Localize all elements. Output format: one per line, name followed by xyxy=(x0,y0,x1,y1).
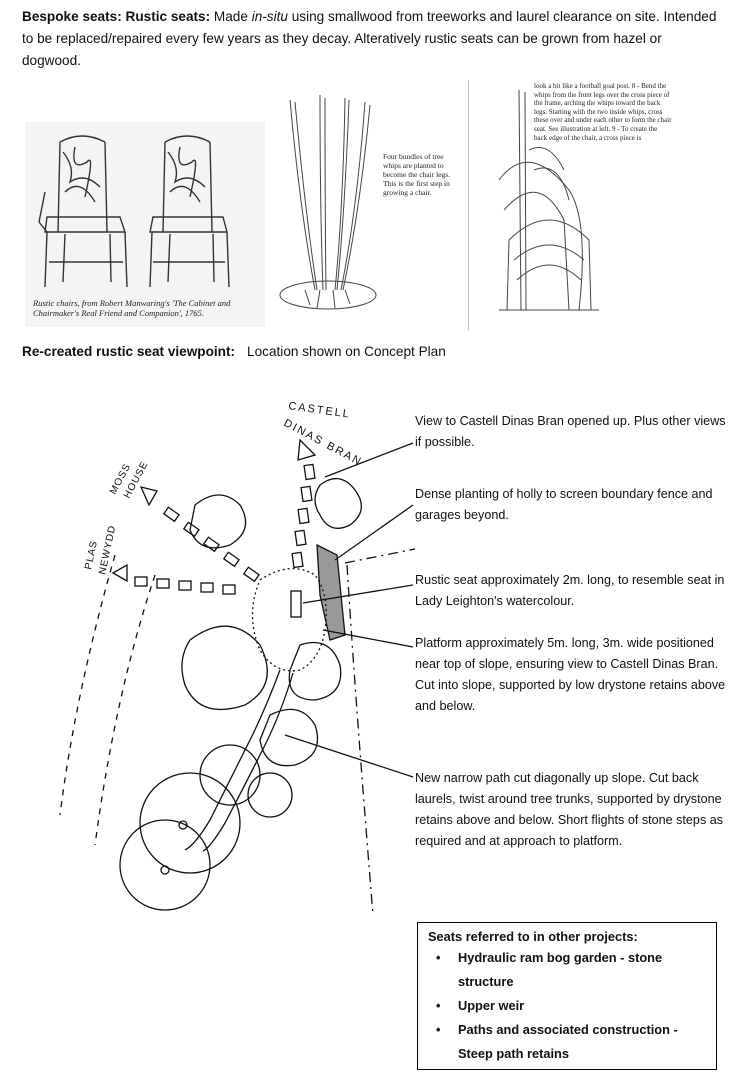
view-arrow-plas-newydd xyxy=(111,563,128,583)
rustic-seat xyxy=(290,590,302,618)
slope-line xyxy=(94,574,156,846)
existing-tree xyxy=(199,744,261,806)
boundary-line xyxy=(344,548,415,564)
boundary-line xyxy=(346,564,374,915)
section-heading: Re-created rustic seat viewpoint: Locatio… xyxy=(22,344,446,359)
growing-chair-note: look a bit like a football goal post. 8 … xyxy=(534,82,672,142)
viewpoint-platform xyxy=(251,568,327,672)
leader-line xyxy=(302,584,414,604)
whips-note: Four bundles of tree whips are planted t… xyxy=(383,152,451,197)
growing-chair-figure: look a bit like a football goal post. 8 … xyxy=(468,80,717,330)
annotation-platform: Platform approximately 5m. long, 3m. wid… xyxy=(415,636,726,713)
label-plas: PLAS xyxy=(83,539,100,570)
leader-line xyxy=(334,504,414,561)
tree-canopy xyxy=(314,478,362,529)
slope-line xyxy=(59,554,116,816)
annotation-path: New narrow path cut diagonally up slope.… xyxy=(415,771,724,848)
tree-whips-illustration xyxy=(279,94,377,310)
rustic-chairs-figure: Rustic chairs, from Robert Manwaring's '… xyxy=(25,122,265,327)
seats-box-title: Seats referred to in other projects: xyxy=(428,929,638,944)
tree-canopy xyxy=(181,625,268,711)
tree-trunk xyxy=(178,820,188,830)
new-path xyxy=(184,669,281,851)
intro-text-a: Made xyxy=(210,9,252,24)
chairs-caption: Rustic chairs, from Robert Manwaring's '… xyxy=(33,298,231,318)
label-castell: CASTELL xyxy=(288,400,352,421)
sightline-plas-newydd xyxy=(134,576,236,595)
annotation-seat: Rustic seat approximately 2m. long, to r… xyxy=(415,573,725,608)
holly-hedge xyxy=(316,543,346,641)
intro-paragraph: Bespoke seats: Rustic seats: Made in-sit… xyxy=(22,6,722,72)
existing-tree xyxy=(139,772,241,874)
label-dinas-bran: DINAS BRAN xyxy=(282,417,365,469)
annotation-view: View to Castell Dinas Bran opened up. Pl… xyxy=(415,414,726,449)
tree-canopy xyxy=(259,708,319,767)
label-newydd: NEWYDD xyxy=(97,524,118,576)
rustic-chairs-illustration xyxy=(38,135,230,288)
new-path xyxy=(202,672,294,852)
view-arrow-moss-house xyxy=(139,486,158,507)
sightline-castell xyxy=(291,463,316,569)
view-arrow-castell xyxy=(297,438,317,461)
intro-label: Bespoke seats: Rustic seats: xyxy=(22,9,211,24)
existing-tree xyxy=(119,819,211,911)
intro-text-b: using smallwood from treeworks and laure… xyxy=(22,9,717,68)
tree-canopy xyxy=(288,641,342,701)
viewpoint-sketch-plan: CASTELL DINAS BRAN MOSS HOUSE PLAS NEWYD… xyxy=(59,400,415,915)
tree-whips-figure: Four bundles of tree whips are planted t… xyxy=(265,90,463,327)
tree-canopy xyxy=(189,494,247,549)
leader-line xyxy=(322,629,414,648)
seats-list: Hydraulic ram bog garden - stone structu… xyxy=(428,946,706,1066)
section-location: Location shown on Concept Plan xyxy=(247,344,446,359)
leader-line xyxy=(284,734,414,778)
section-title: Re-created rustic seat viewpoint: xyxy=(22,344,236,359)
seats-list-item: Paths and associated construction - Stee… xyxy=(436,1018,706,1066)
existing-tree xyxy=(247,772,293,818)
seats-list-item: Hydraulic ram bog garden - stone structu… xyxy=(436,946,706,994)
intro-italic: in-situ xyxy=(251,9,288,24)
leader-line xyxy=(324,442,414,478)
seats-box: Seats referred to in other projects: Hyd… xyxy=(417,922,717,1070)
seats-list-item: Upper weir xyxy=(436,994,706,1018)
growing-chair-illustration xyxy=(498,89,599,311)
annotation-holly: Dense planting of holly to screen bounda… xyxy=(415,487,713,522)
tree-trunk xyxy=(160,865,170,875)
